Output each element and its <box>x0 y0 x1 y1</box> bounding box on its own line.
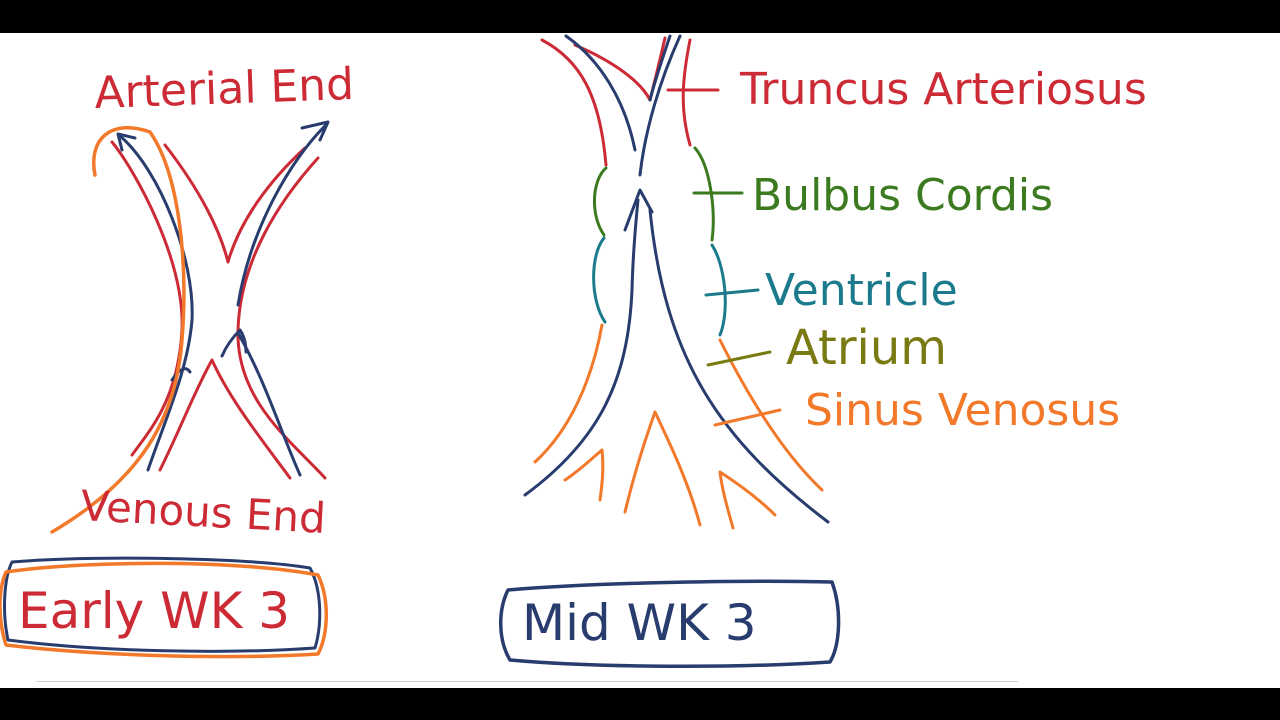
early-stage-box: Early WK 3 <box>0 556 328 659</box>
sinus-left-wall <box>533 323 604 464</box>
mid-heart-tube <box>523 34 830 530</box>
sinus-right-wall <box>718 338 824 492</box>
mid-upper-flow-navy-2 <box>648 34 672 102</box>
bulbus-cordis-label: Bulbus Cordis <box>752 170 1053 221</box>
early-right-arrowhead <box>300 120 330 142</box>
arterial-end-label: Arterial End <box>94 59 355 119</box>
early-right-flow-navy <box>236 123 328 307</box>
ventricle-tick <box>704 288 760 297</box>
mid-stage-box: Mid WK 3 <box>499 579 841 669</box>
atrium-label: Atrium <box>786 320 947 376</box>
atrium-tick <box>706 350 772 367</box>
mid-flow-right-navy <box>648 208 830 524</box>
letterbox-bottom <box>0 688 1280 720</box>
bulbus-left-wall <box>592 166 608 237</box>
truncus-arteriosus-label: Truncus Arteriosus <box>739 64 1147 115</box>
mid-upper-flow-navy <box>564 34 682 177</box>
ventricle-left-wall <box>592 236 607 324</box>
mid-arrowhead <box>623 188 654 232</box>
ventricle-right-wall <box>710 243 727 337</box>
truncus-right-wall <box>681 38 692 147</box>
sinus-inner-right <box>718 470 777 530</box>
ventricle-label: Ventricle <box>765 265 958 316</box>
early-left-arrowhead <box>116 132 137 152</box>
early-inner-v-bottom <box>158 358 292 480</box>
bottom-track <box>36 681 1018 682</box>
mid-flow-left-navy <box>523 198 640 497</box>
mid-box-outline <box>499 579 841 669</box>
early-lower-left-navy <box>170 367 192 382</box>
mid-region-ticks <box>666 88 782 427</box>
early-left-flow-navy <box>118 134 194 472</box>
truncus-left-wall <box>540 38 608 167</box>
sinus-tick <box>713 408 782 427</box>
early-box-orange-outline <box>0 561 328 659</box>
early-stage-label: Early WK 3 <box>18 582 290 640</box>
letterbox-top <box>0 0 1280 33</box>
bulbus-right-wall <box>693 146 715 242</box>
early-box-navy-outline <box>3 556 322 653</box>
early-heart-tube <box>50 120 330 534</box>
early-center-flow-navy <box>220 328 302 477</box>
mid-stage-label: Mid WK 3 <box>522 594 757 652</box>
sinus-inner-left <box>563 448 605 502</box>
venous-end-label: Venous End <box>79 481 327 543</box>
sinus-inner-center <box>623 410 702 527</box>
early-orange-trace <box>50 126 186 534</box>
early-inner-v-top <box>163 143 307 264</box>
sinus-venosus-label: Sinus Venosus <box>805 385 1120 436</box>
